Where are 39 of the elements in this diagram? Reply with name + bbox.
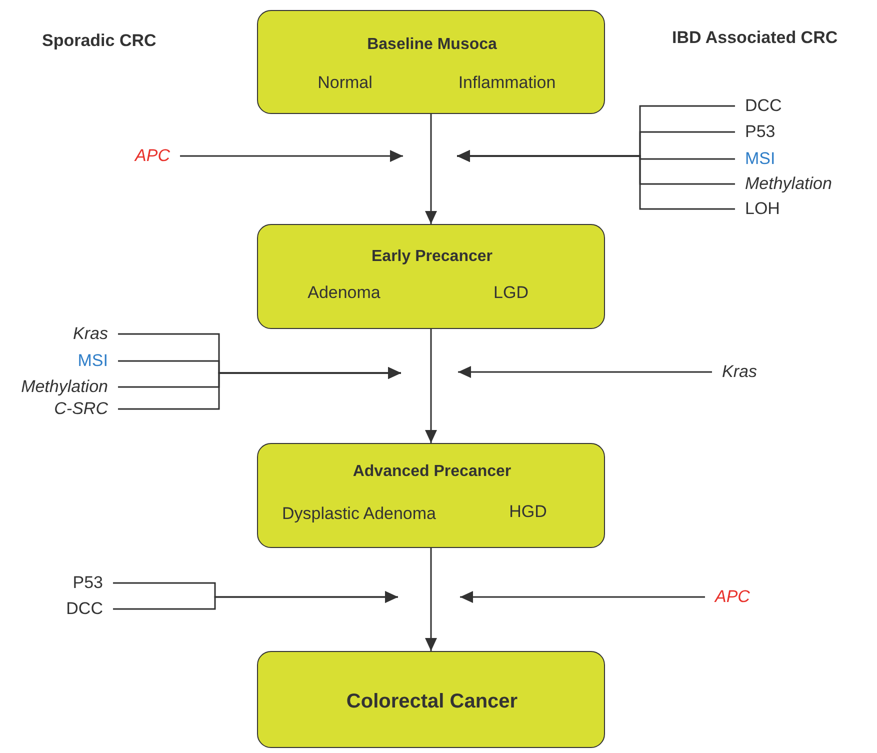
process-box — [257, 651, 605, 748]
arrow — [457, 150, 735, 210]
box-heading: Baseline Musoca — [367, 36, 497, 54]
gene-label: MSI — [78, 351, 108, 371]
box-subtext: Adenoma — [308, 283, 380, 303]
gene-label: Methylation — [21, 377, 108, 397]
box-subtext: Dysplastic Adenoma — [282, 504, 436, 524]
gene-label: APC — [715, 587, 750, 607]
box-heading: Advanced Precancer — [352, 463, 512, 481]
column-heading: IBD Associated CRC — [672, 28, 838, 48]
gene-label: Kras — [73, 324, 108, 344]
process-box — [257, 443, 605, 548]
arrow — [180, 150, 403, 162]
arrow — [425, 329, 437, 443]
arrow — [425, 114, 437, 224]
arrow — [113, 591, 398, 610]
column-heading: Sporadic CRC — [42, 31, 156, 51]
box-subtext: HGD — [509, 502, 547, 522]
box-subtext: Inflammation — [458, 73, 556, 93]
gene-label: C-SRC — [54, 399, 108, 419]
arrow — [458, 366, 712, 378]
gene-label: Kras — [722, 362, 757, 382]
arrow — [118, 367, 401, 410]
gene-label: P53 — [745, 122, 776, 142]
gene-label: DCC — [66, 599, 103, 619]
process-box — [257, 224, 605, 329]
gene-label: DCC — [745, 96, 782, 116]
gene-label: P53 — [72, 573, 103, 593]
arrow — [460, 591, 705, 603]
box-subtext: LGD — [494, 283, 528, 303]
box-heading: Colorectal Cancer — [346, 690, 518, 714]
gene-label: APC — [135, 146, 170, 166]
gene-label: MSI — [745, 149, 776, 169]
process-box — [257, 10, 605, 114]
box-subtext: Normal — [318, 73, 372, 93]
gene-label: Methylation — [745, 174, 832, 194]
gene-label: LOH — [745, 199, 780, 219]
arrow — [425, 548, 437, 651]
box-heading: Early Precancer — [372, 248, 492, 266]
